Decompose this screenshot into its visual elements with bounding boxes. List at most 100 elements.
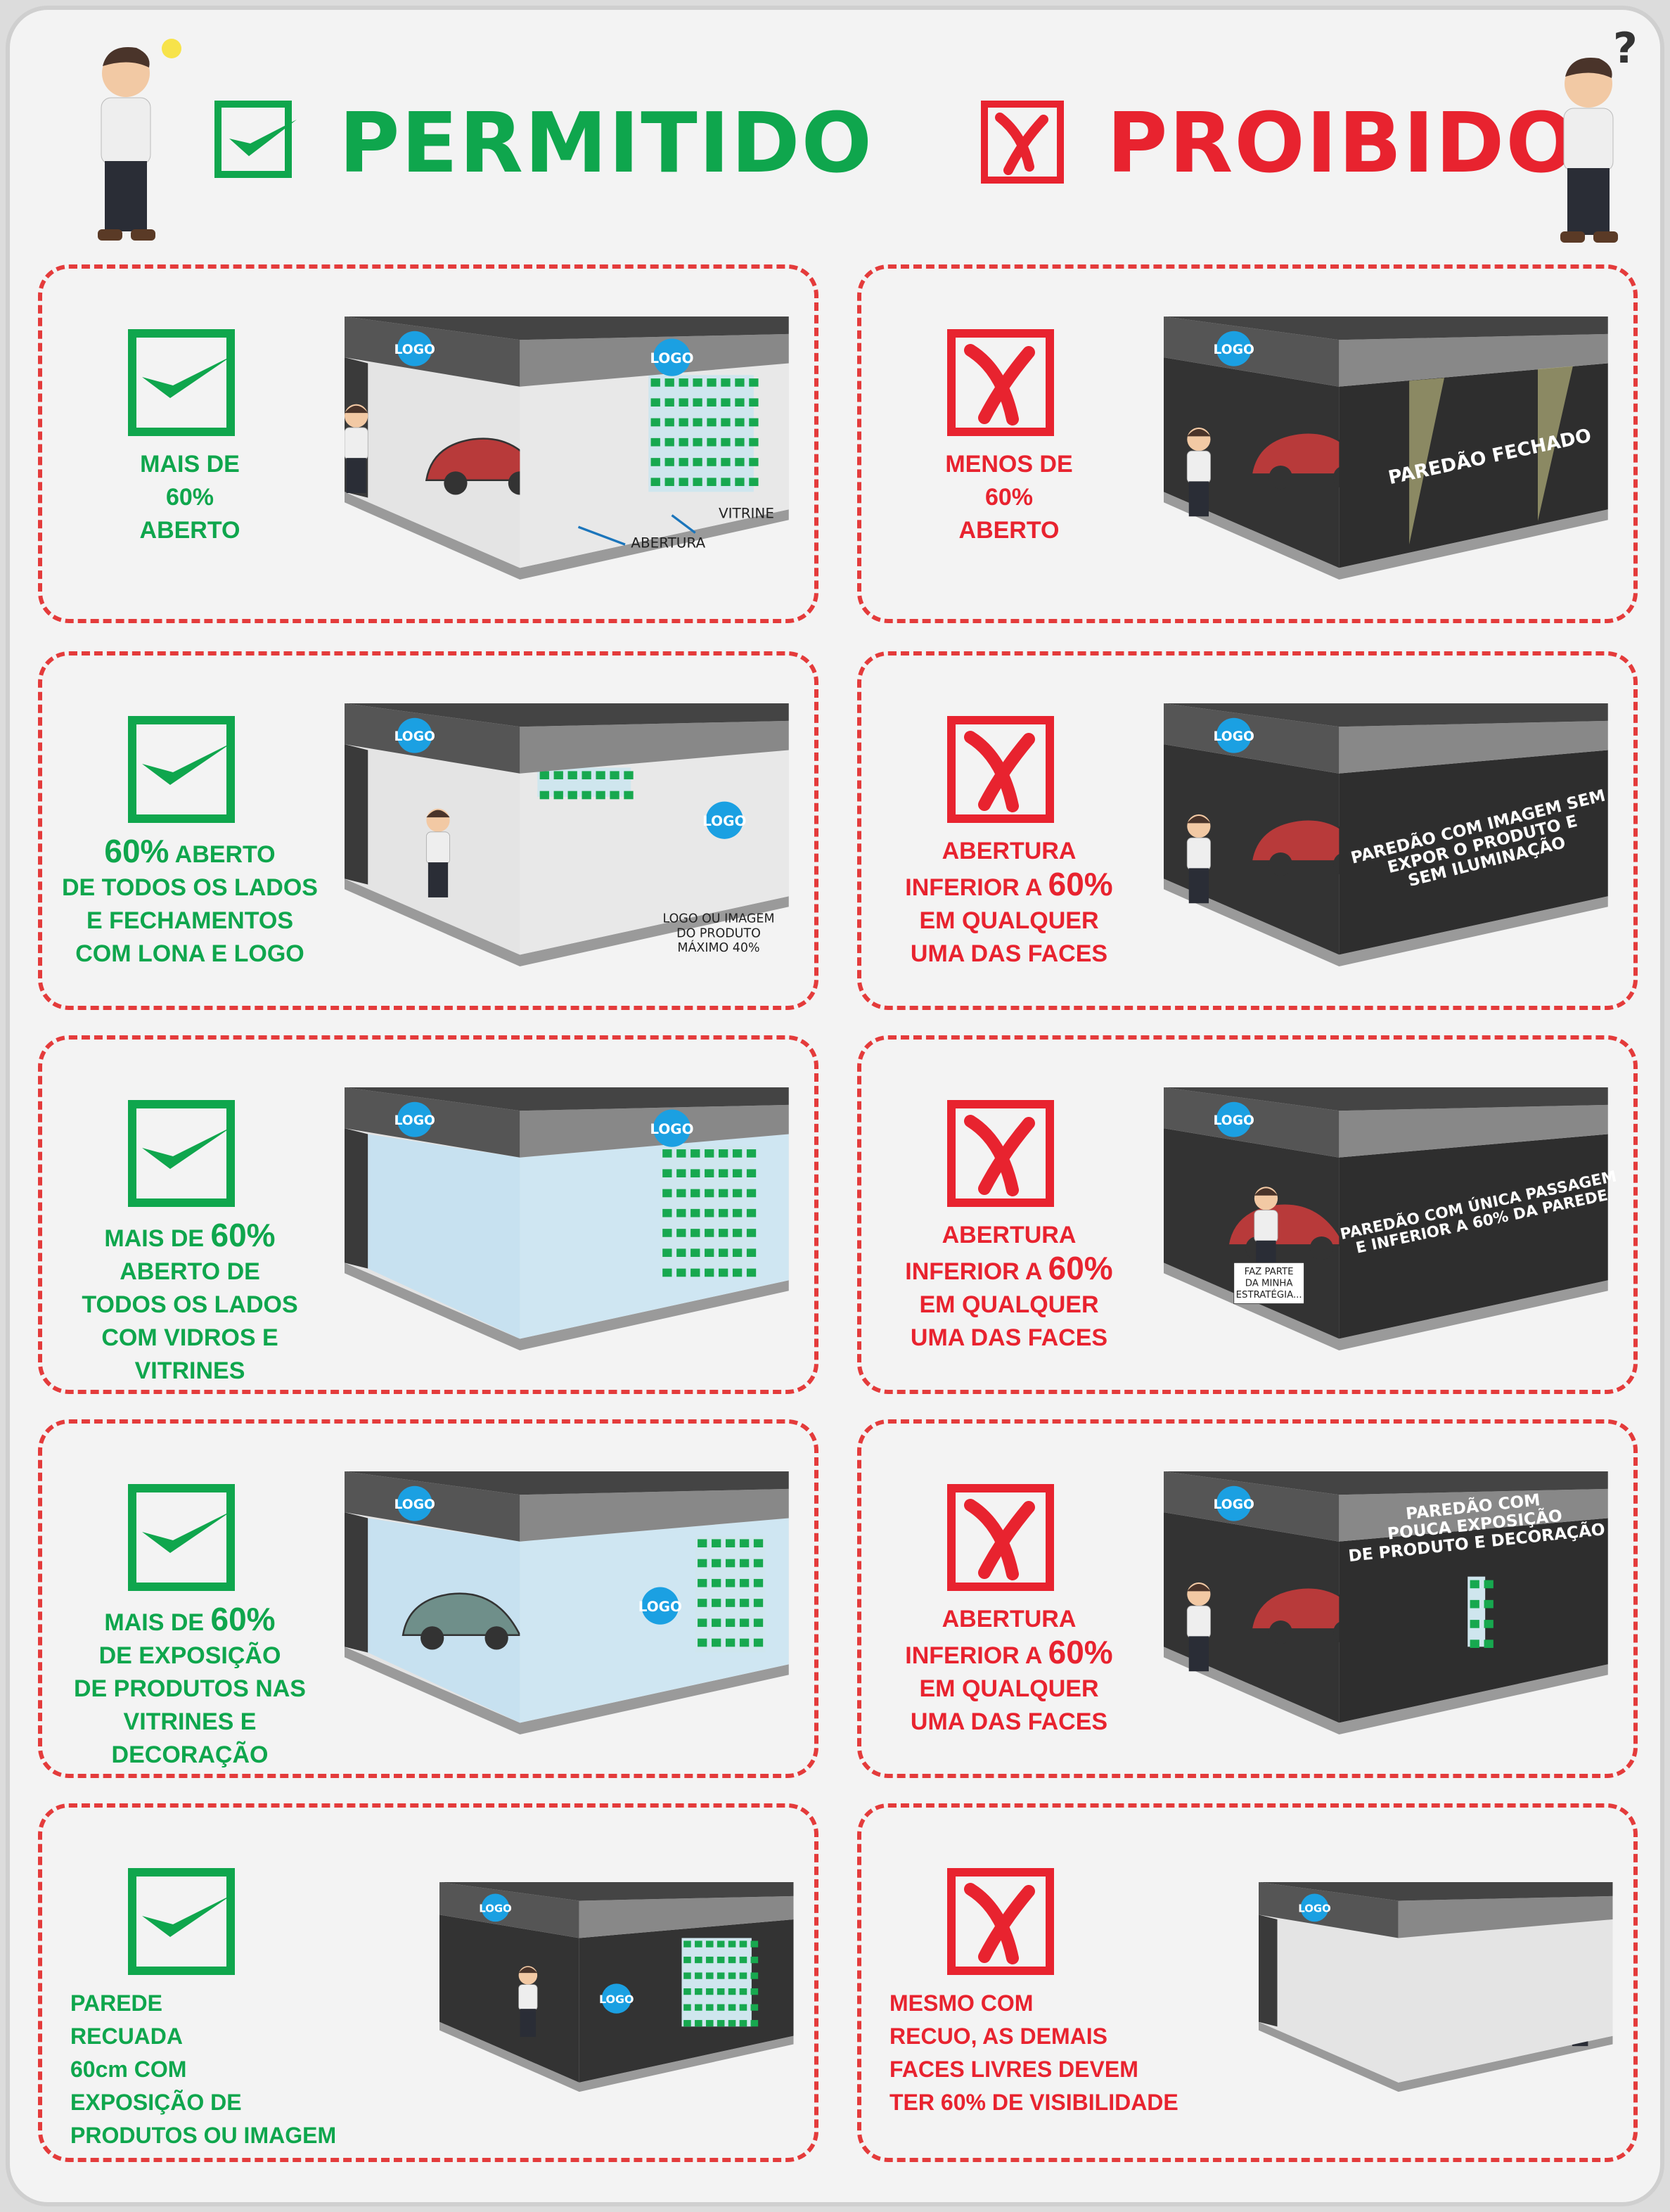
floor-edge [1164,878,1608,967]
logo-badge: LOGO [394,331,435,366]
caption-text: UMA DAS FACES [910,1324,1108,1351]
caption-line: MENOS DE [861,448,1157,481]
logo-badge: LOGO [650,1109,694,1147]
caption-highlight: 60% [1048,1250,1113,1286]
roof-front [520,1488,789,1542]
permitido-title: PERMITIDO [339,94,873,191]
x-icon [947,1868,1054,1975]
caption-text: UMA DAS FACES [910,940,1108,967]
floor-edge [345,1262,789,1351]
caption-text: COM VIDROS E [101,1324,278,1351]
check-icon [214,101,297,178]
caption-line: 60% [42,481,338,514]
logo-text: LOGO [702,812,746,829]
caption-text: ABERTURA [942,1606,1077,1632]
caption-text: TODOS OS LADOS [82,1291,298,1318]
logo-badge: LOGO [1298,1893,1331,1922]
caption-line: DECORAÇÃO [42,1739,338,1772]
caption-text: EXPOSIÇÃO DE [70,2090,242,2115]
logo-badge: LOGO [394,1101,435,1137]
product-shelves [695,1535,766,1653]
caption-text: MENOS DE [945,451,1073,478]
caption-text: PAREDE [70,1990,162,2016]
caption-text: 60% [165,484,214,511]
caption-line: FACES LIVRES DEVEM [889,2053,1255,2086]
left-wall [1164,1512,1340,1723]
product-shelves [648,375,759,492]
caption-text: COM LONA E LOGO [75,940,304,967]
man-illustration [1186,427,1211,517]
caption-text: TER 60% DE VISIBILIDADE [889,2090,1178,2115]
left-wall [345,744,368,885]
caption-line: ABERTO DE [42,1255,338,1289]
man-illustration [1254,1187,1278,1276]
caption-text: MAIS DE [104,1609,211,1636]
man-illustration [1186,814,1211,904]
man-illustration [518,1966,538,2037]
logo-text: LOGO [650,1120,693,1137]
caption-line: ABERTO [861,514,1157,547]
caption-text: 60% [984,484,1034,511]
caption-highlight: 60% [1048,1634,1113,1670]
floor-edge [345,492,789,580]
logo-text: LOGO [1214,729,1254,744]
caption-line: E FECHAMENTOS [42,904,338,938]
roof-front [1339,333,1608,387]
caption-line: DE TODOS OS LADOS [42,871,338,904]
roof-top [345,316,789,340]
caption-line: VITRINES [42,1355,338,1388]
caption-line: EM QUALQUER [861,904,1157,938]
roof-top [345,1087,789,1111]
caption-line: ABERTURA [861,1219,1157,1252]
logo-badge: LOGO [1214,1101,1254,1137]
caption-highlight: 60% [104,833,169,869]
left-wall [1164,744,1340,955]
caption-line: COM VIDROS E [42,1322,338,1355]
caption-line: DE EXPOSIÇÃO [42,1639,338,1673]
logo-text: LOGO [599,1993,634,2006]
caption-line: RECUADA [70,2020,436,2053]
logo-badge: LOGO [650,338,694,376]
caption-text: VITRINES E [123,1708,257,1735]
caption-text: 60cm COM [70,2057,187,2082]
caption-line: EXPOSIÇÃO DE [70,2086,436,2119]
caption-line: TODOS OS LADOS [42,1289,338,1322]
pointer-arrow [577,514,696,546]
caption-line: ABERTURA [861,1603,1157,1636]
x-icon [947,716,1054,823]
caption-line: MAIS DE 60% [42,1603,338,1639]
roof-top [345,703,789,727]
roof-front [1398,1895,1613,1938]
x-icon [947,1484,1054,1591]
caption-text: VITRINES [134,1357,245,1384]
caption-text: MAIS DE [140,451,240,478]
front-wall [1339,1134,1608,1339]
caption-text: DE EXPOSIÇÃO [98,1642,281,1669]
logo-badge: LOGO [1214,331,1254,366]
floor-edge [439,2021,794,2092]
logo-text: LOGO [1214,1113,1254,1128]
roof-top [1259,1881,1613,1901]
caption-text: EM QUALQUER [919,1675,1099,1702]
x-icon [981,101,1064,184]
caption-text: EM QUALQUER [919,1291,1099,1318]
left-wall [1164,357,1340,568]
left-wall [439,1914,579,2083]
caption-line: UMA DAS FACES [861,1322,1157,1355]
vitrine-label: VITRINE [719,505,774,522]
caption-text: PRODUTOS OU IMAGEM [70,2123,337,2148]
caption-text: MESMO COM [889,1990,1034,2016]
x-icon [947,329,1054,436]
